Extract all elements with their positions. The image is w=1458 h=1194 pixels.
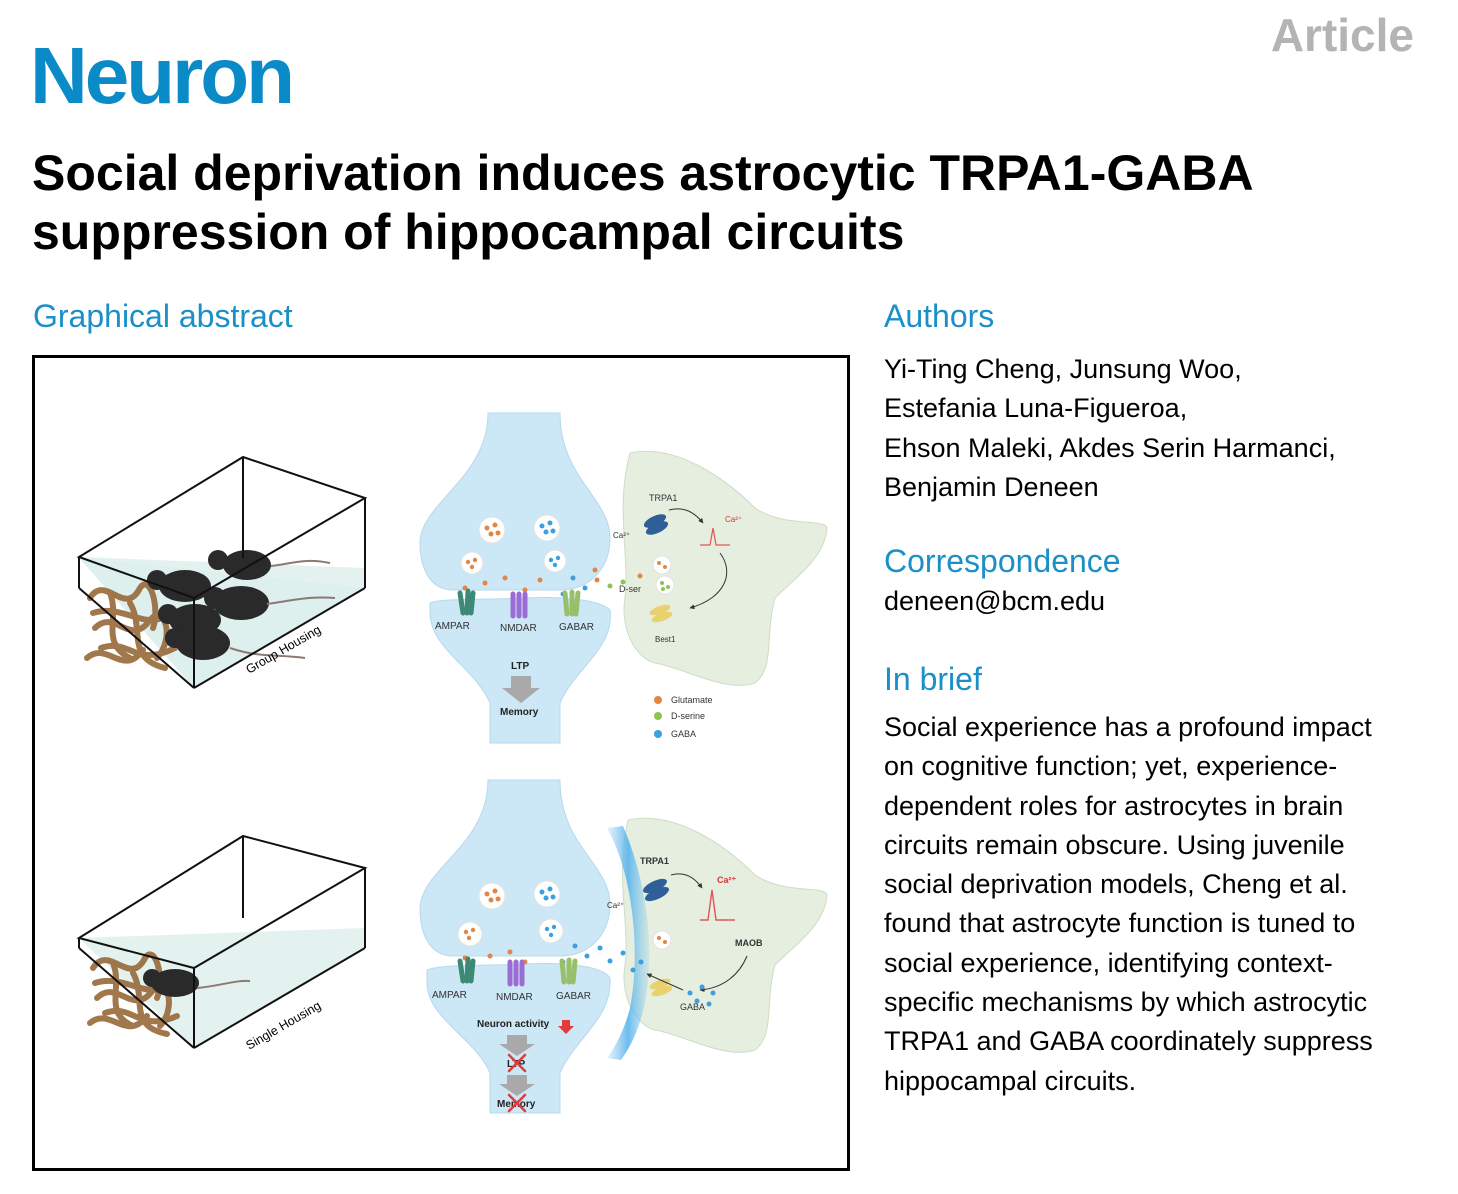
single-housing-cage: Single Housing	[76, 834, 368, 1053]
journal-name: Neuron	[30, 31, 295, 120]
trpa1-label: TRPA1	[649, 493, 677, 503]
receptor-label: GABAR	[559, 622, 594, 633]
graphical-abstract-heading: Graphical abstract	[33, 298, 293, 334]
cage-outline-bottom	[76, 834, 368, 1049]
best1-channel	[649, 604, 671, 616]
in-brief-line: dependent roles for astrocytes in brain	[884, 790, 1344, 821]
neurotransmitter-legend: Glutamate D-serine GABA	[654, 695, 713, 739]
trpa1-channel	[643, 514, 667, 528]
receptor-label: NMDAR	[500, 623, 537, 634]
in-brief-line: social deprivation models, Cheng et al.	[884, 869, 1348, 900]
maob-label: MAOB	[735, 938, 763, 948]
cage-outline-top	[76, 455, 368, 689]
best1-label: Best1	[655, 635, 676, 644]
calcium-trace-bottom	[700, 889, 735, 921]
mouse-single	[143, 969, 199, 997]
decrease-arrow	[558, 1020, 574, 1034]
article-type-label: Article	[1270, 9, 1414, 61]
ltp-label: LTP	[511, 661, 529, 672]
receptor-label: NMDAR	[496, 992, 533, 1003]
trpa1-label-bottom: TRPA1	[640, 856, 669, 866]
best1-channel-bottom	[649, 978, 671, 990]
receptors-bottom	[457, 956, 578, 987]
correspondence-email[interactable]: deneen@bcm.edu	[884, 586, 1106, 616]
graphical-abstract-svg: Group Housing AMPAR NMDAR	[76, 412, 828, 1114]
calcium-signal-label-bottom: Ca²⁺	[717, 875, 737, 885]
in-brief-line: social experience, identifying context-	[884, 947, 1333, 978]
mice-group	[147, 550, 271, 660]
calcium-entry-label: Ca²⁺	[613, 531, 630, 540]
in-brief-heading: In brief	[884, 661, 982, 697]
receptor-label: GABAR	[556, 991, 591, 1002]
author-line: Yi-Ting Cheng, Junsung Woo,	[884, 354, 1242, 384]
calcium-signal-label: Ca²⁺	[725, 515, 742, 524]
in-brief-line: TRPA1 and GABA coordinately suppress	[884, 1026, 1373, 1057]
legend-gaba: GABA	[671, 729, 696, 739]
author-line: Estefania Luna-Figueroa,	[884, 393, 1188, 424]
cross-icon	[507, 1053, 527, 1113]
receptor-label: AMPAR	[435, 621, 470, 632]
memory-label: Memory	[500, 707, 539, 718]
synapse-bottom: AMPAR NMDAR GABAR Neuron activity LTP Me…	[419, 779, 828, 1114]
dserine-label: D-ser	[619, 584, 641, 594]
in-brief-line: specific mechanisms by which astrocytic	[884, 987, 1368, 1018]
trpa1-channel-bottom	[643, 878, 667, 894]
authors-heading: Authors	[884, 298, 995, 334]
nest-bottom	[87, 951, 180, 1037]
ltp-arrow-bottom	[499, 1035, 535, 1056]
in-brief-line: hippocampal circuits.	[884, 1065, 1137, 1096]
article-title-line-2: suppression of hippocampal circuits	[32, 204, 905, 260]
author-line: Ehson Maleki, Akdes Serin Harmanci,	[884, 432, 1336, 463]
nest-top	[84, 581, 178, 671]
calcium-trace	[700, 527, 730, 546]
receptors-top	[457, 588, 581, 619]
synapse-top: AMPAR NMDAR GABAR LTP Memory TRPA1 Ca²⁺ …	[419, 412, 828, 744]
legend-glutamate: Glutamate	[671, 695, 713, 705]
correspondence-heading: Correspondence	[884, 543, 1121, 579]
article-title: Social deprivation induces astrocytic TR…	[32, 144, 1422, 262]
legend-dserine: D-serine	[671, 711, 705, 721]
receptor-label: AMPAR	[432, 990, 467, 1001]
article-title-line-1: Social deprivation induces astrocytic TR…	[32, 145, 1254, 201]
in-brief-line: circuits remain obscure. Using juvenile	[884, 829, 1345, 860]
gaba-label-bottom: GABA	[680, 1002, 705, 1012]
neuron-activity-label: Neuron activity	[477, 1019, 550, 1030]
graphical-abstract-figure: Group Housing AMPAR NMDAR	[32, 355, 850, 1171]
in-brief-text: Social experience has a profound impact …	[884, 708, 1424, 1101]
calcium-entry-label-bottom: Ca²⁺	[607, 901, 624, 910]
author-line: Benjamin Deneen	[884, 471, 1099, 502]
in-brief-line: Social experience has a profound impact	[884, 712, 1372, 742]
ltp-arrow	[502, 676, 540, 703]
in-brief-line: on cognitive function; yet, experience-	[884, 751, 1338, 782]
author-list: Yi-Ting Cheng, Junsung Woo, Estefania Lu…	[884, 350, 1424, 507]
in-brief-line: found that astrocyte function is tuned t…	[884, 908, 1356, 939]
group-housing-cage: Group Housing	[76, 455, 368, 689]
astrocyte-glow	[607, 826, 650, 1060]
